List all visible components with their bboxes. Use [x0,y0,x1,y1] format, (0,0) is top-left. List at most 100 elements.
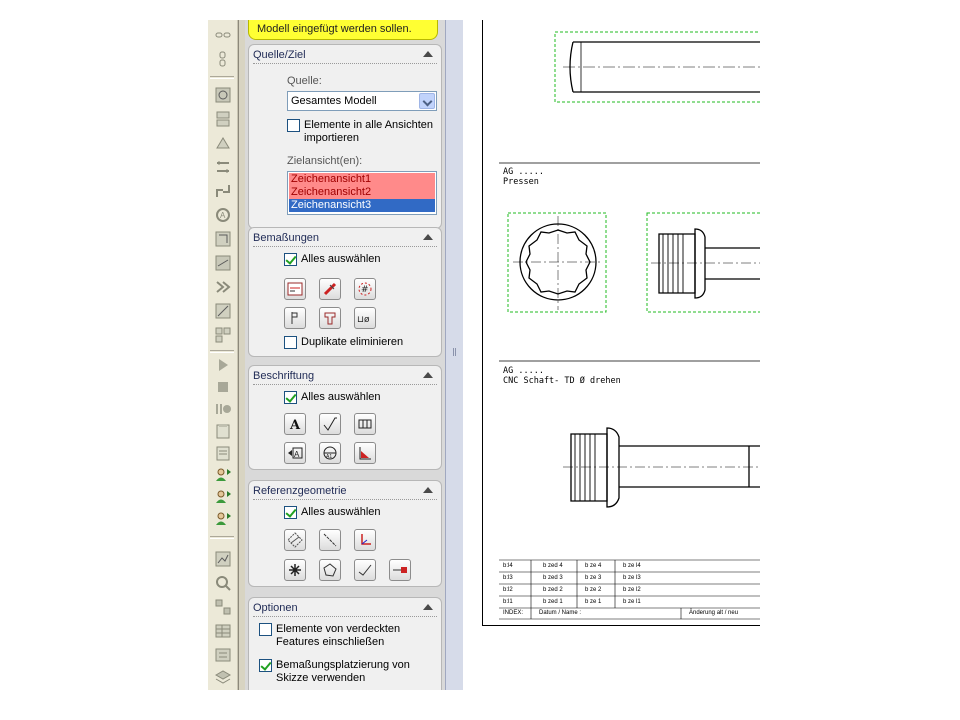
plane-icon [287,532,303,548]
group-header[interactable]: Referenzgeometrie [253,481,437,500]
crop-view-icon[interactable] [214,230,232,248]
import-all-label-1: Elemente in alle Ansichten [304,119,434,131]
group-bemassungen: Bemaßungen Alles auswählen # ⊔ø [248,227,442,357]
collapse-arrow-icon[interactable] [423,234,433,240]
point-button[interactable] [319,559,341,581]
user-add-icon[interactable] [214,466,232,484]
auxiliary-view-icon[interactable] [214,134,232,152]
drawing-sheet[interactable]: AG ..... Pressen AG ..... CNC Schaft- TD… [482,20,760,626]
title-cell: b zed 4 [543,563,563,569]
projected-view-icon[interactable] [214,110,232,128]
user-edit-icon[interactable] [214,488,232,506]
group-header[interactable]: Quelle/Ziel [253,45,437,64]
group-title: Bemaßungen [253,232,320,244]
select-all-checkbox[interactable] [284,391,297,404]
datum-target-button[interactable]: A1 [319,442,341,464]
detail-view-icon[interactable]: A [214,206,232,224]
blocks-icon[interactable] [214,598,232,616]
section-view-icon[interactable] [214,158,232,176]
curve-button[interactable] [354,559,376,581]
chevron-down-icon[interactable] [419,93,435,109]
sketch-placement-label-2: Skizze verwenden [276,672,366,684]
section-3-title: CNC Schaft- TD Ø drehen [503,376,621,386]
plane-button[interactable] [284,529,306,551]
command-toolbar: A [208,20,238,690]
list-item-selected[interactable]: Zeichenansicht3 [289,199,435,212]
stop-icon[interactable] [214,378,232,396]
layer-icon[interactable] [214,668,232,686]
message-text: Modell eingefügt werden sollen. [257,23,412,35]
chain-icon[interactable] [214,50,232,68]
collapse-arrow-icon[interactable] [423,604,433,610]
splitter-grip[interactable] [453,348,456,356]
toolbar-separator [210,536,234,539]
hole-callout-button[interactable] [284,307,306,329]
sheet-icon[interactable] [214,422,232,440]
list-item[interactable]: Zeichenansicht2 [289,186,435,199]
drawing-geometry [499,31,760,620]
view-boundary[interactable] [507,212,607,313]
datum-feature-icon: A [288,447,303,459]
geometric-tolerance-button[interactable] [354,413,376,435]
svg-text:A: A [289,418,301,432]
title-cell: b ze 3 [585,575,602,581]
diameter-icon: ⊔ø [357,315,370,325]
chart-icon[interactable] [214,550,232,568]
import-all-checkbox[interactable] [287,119,300,132]
panel-splitter[interactable] [445,20,463,690]
hidden-features-checkbox[interactable] [259,623,272,636]
list-item[interactable]: Zeichenansicht1 [289,173,435,186]
magnify-icon[interactable] [214,574,232,592]
standard-views-icon[interactable] [214,326,232,344]
weld-symbol-button[interactable] [354,442,376,464]
view-boundary[interactable] [554,31,760,103]
target-views-list[interactable]: Zeichenansicht1 Zeichenansicht2 Zeichena… [287,171,437,215]
bom-icon[interactable] [214,646,232,664]
group-header[interactable]: Beschriftung [253,366,437,385]
collapse-arrow-icon[interactable] [423,372,433,378]
group-title: Referenzgeometrie [253,485,347,497]
group-header[interactable]: Optionen [253,598,437,617]
coordinate-system-button[interactable] [354,529,376,551]
group-beschriftung: Beschriftung Alles auswählen A A A1 [248,365,442,470]
group-header[interactable]: Bemaßungen [253,228,437,247]
table-icon[interactable] [214,622,232,640]
axis-button[interactable] [319,529,341,551]
quelle-select[interactable]: Gesamtes Modell [287,91,437,111]
surface-finish-button[interactable] [319,413,341,435]
diameter-button[interactable]: ⊔ø [354,307,376,329]
aligned-section-icon[interactable] [214,182,232,200]
select-all-label: Alles auswählen [301,506,381,518]
instance-count-button[interactable]: # [354,278,376,300]
datum-feature-button[interactable]: A [284,442,306,464]
drawing-view-icon[interactable] [214,86,232,104]
tolerance-dimension-button[interactable] [319,278,341,300]
duplicates-checkbox[interactable] [284,336,297,349]
broken-view-icon[interactable] [214,254,232,272]
hole-wizard-button[interactable] [319,307,341,329]
tolerance-dimension-icon [323,282,337,296]
import-all-label-2: importieren [304,132,360,144]
play-icon[interactable] [214,356,232,374]
relative-view-icon[interactable] [214,302,232,320]
model-dimension-button[interactable] [284,278,306,300]
select-all-checkbox[interactable] [284,253,297,266]
change-label: Änderung alt / neu [689,610,739,616]
select-all-checkbox[interactable] [284,506,297,519]
collapse-arrow-icon[interactable] [423,51,433,57]
group-title: Quelle/Ziel [253,49,306,61]
user-run-icon[interactable] [214,510,232,528]
sheet-format-icon[interactable] [214,444,232,462]
sketch-placement-checkbox[interactable] [259,659,272,672]
origin-button[interactable] [284,559,306,581]
alternate-position-icon[interactable] [214,278,232,296]
view-boundary[interactable] [646,212,760,313]
link-icon[interactable] [214,26,232,44]
collapse-arrow-icon[interactable] [423,487,433,493]
group-optionen: Optionen Elemente von verdeckten Feature… [248,597,442,690]
group-title: Beschriftung [253,370,315,382]
pause-record-icon[interactable] [214,400,232,418]
note-button[interactable]: A [284,413,306,435]
hidden-features-label-1: Elemente von verdeckten [276,623,401,635]
route-point-button[interactable] [389,559,411,581]
